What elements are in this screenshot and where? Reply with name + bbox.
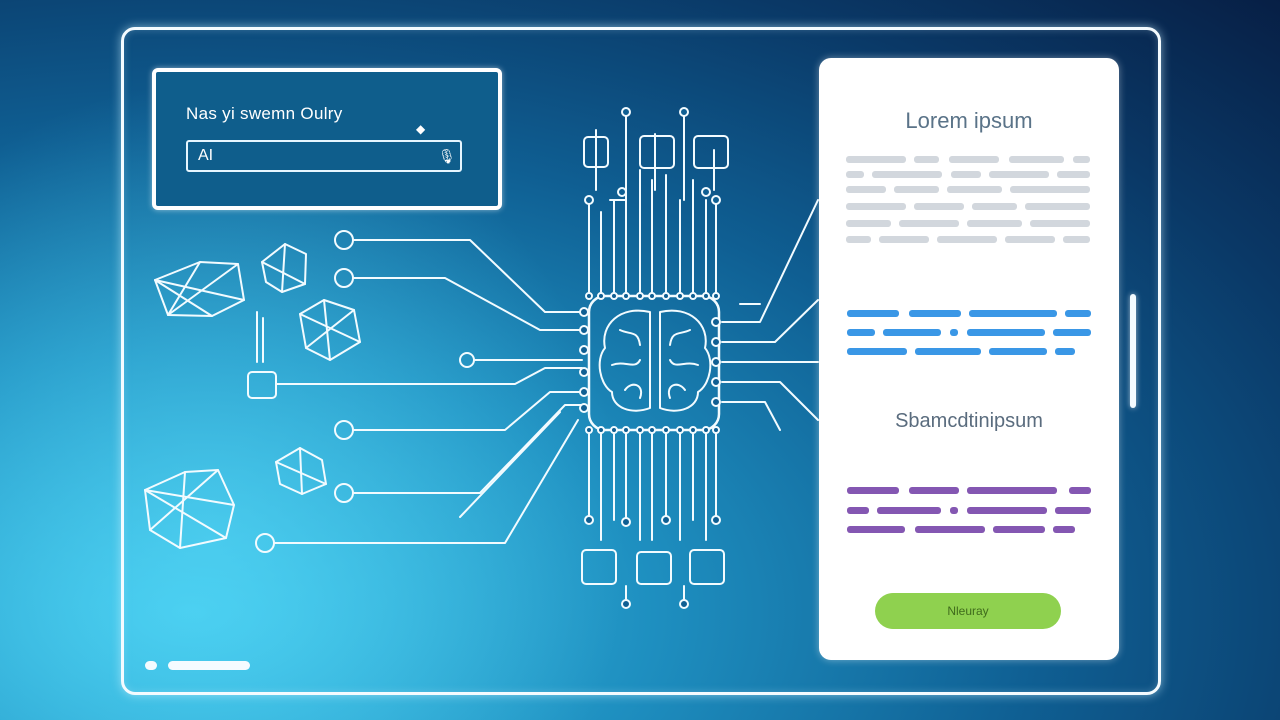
text-placeholder-line bbox=[872, 171, 942, 178]
highlight-line-blue bbox=[989, 348, 1047, 355]
highlight-line-blue bbox=[1065, 310, 1091, 317]
text-placeholder-line bbox=[1030, 220, 1090, 227]
highlight-line-blue bbox=[847, 329, 875, 336]
highlight-line-purple bbox=[967, 507, 1047, 514]
highlight-line-purple bbox=[847, 507, 869, 514]
highlight-line-purple bbox=[1069, 487, 1091, 494]
highlight-line-purple bbox=[847, 526, 905, 533]
text-placeholder-line bbox=[1009, 156, 1064, 163]
brain-icon bbox=[587, 294, 721, 432]
node-icon bbox=[334, 268, 354, 288]
highlight-line-blue bbox=[915, 348, 981, 355]
highlight-line-purple bbox=[847, 487, 899, 494]
text-placeholder-line bbox=[846, 220, 891, 227]
network-node-icon bbox=[154, 261, 245, 317]
highlight-line-blue bbox=[1053, 329, 1091, 336]
node-icon bbox=[334, 230, 354, 250]
text-placeholder-line bbox=[846, 171, 864, 178]
mic-icon[interactable]: 🎙 bbox=[438, 148, 456, 164]
cursor-icon: ◆ bbox=[416, 122, 426, 136]
panel-subtitle: Sbamcdtinipsum bbox=[895, 410, 1043, 432]
chip-icon bbox=[693, 135, 729, 169]
app-window-frame bbox=[121, 27, 1161, 695]
highlight-line-blue bbox=[969, 310, 1057, 317]
highlight-line-blue bbox=[909, 310, 961, 317]
text-placeholder-line bbox=[972, 203, 1017, 210]
text-placeholder-line bbox=[1073, 156, 1090, 163]
chip-icon bbox=[689, 549, 725, 585]
scrollbar[interactable] bbox=[1130, 294, 1136, 408]
network-node-icon bbox=[275, 447, 327, 495]
highlight-line-blue bbox=[1055, 348, 1075, 355]
highlight-line-blue bbox=[883, 329, 941, 336]
query-title: Nas yi swemn Oulry bbox=[186, 104, 343, 123]
network-node-icon bbox=[261, 243, 307, 293]
node-icon bbox=[459, 352, 475, 368]
text-placeholder-line bbox=[1025, 203, 1090, 210]
chip-icon bbox=[636, 551, 672, 585]
text-placeholder-line bbox=[879, 236, 929, 243]
text-placeholder-line bbox=[967, 220, 1022, 227]
highlight-line-purple bbox=[877, 507, 941, 514]
text-placeholder-line bbox=[947, 186, 1002, 193]
text-placeholder-line bbox=[846, 156, 906, 163]
lock-icon bbox=[247, 371, 277, 399]
submit-button[interactable]: Nleuray bbox=[875, 593, 1061, 629]
text-placeholder-line bbox=[989, 171, 1049, 178]
text-placeholder-line bbox=[846, 186, 886, 193]
text-placeholder-line bbox=[914, 203, 964, 210]
text-placeholder-line bbox=[1063, 236, 1090, 243]
text-placeholder-line bbox=[899, 220, 959, 227]
highlight-line-blue bbox=[847, 348, 907, 355]
results-panel: Lorem ipsum Sbamcdtinipsum bbox=[819, 58, 1119, 660]
highlight-line-blue bbox=[967, 329, 1045, 336]
text-placeholder-line bbox=[1010, 186, 1090, 193]
text-placeholder-line bbox=[949, 156, 999, 163]
node-icon bbox=[255, 533, 275, 553]
query-panel: Nas yi swemn Oulry ◆ 🎙 bbox=[152, 68, 502, 210]
search-input[interactable] bbox=[186, 140, 462, 172]
highlight-line-purple bbox=[993, 526, 1045, 533]
text-placeholder-line bbox=[937, 236, 997, 243]
progress-dot bbox=[145, 661, 157, 670]
highlight-line-purple bbox=[950, 507, 958, 514]
chip-icon bbox=[639, 135, 675, 169]
text-placeholder-line bbox=[846, 203, 906, 210]
highlight-line-purple bbox=[967, 487, 1057, 494]
text-placeholder-line bbox=[1005, 236, 1055, 243]
node-icon bbox=[334, 483, 354, 503]
panel-title: Lorem ipsum bbox=[905, 108, 1033, 133]
highlight-line-purple bbox=[1053, 526, 1075, 533]
highlight-line-blue bbox=[847, 310, 899, 317]
network-node-icon bbox=[299, 299, 361, 361]
text-placeholder-line bbox=[894, 186, 939, 193]
text-placeholder-line bbox=[846, 236, 871, 243]
chip-icon bbox=[581, 549, 617, 585]
highlight-line-purple bbox=[909, 487, 959, 494]
node-icon bbox=[334, 420, 354, 440]
highlight-line-blue bbox=[950, 329, 958, 336]
highlight-line-purple bbox=[915, 526, 985, 533]
chip-icon bbox=[583, 136, 609, 168]
text-placeholder-line bbox=[1057, 171, 1090, 178]
text-placeholder-line bbox=[951, 171, 981, 178]
network-node-icon bbox=[144, 469, 235, 549]
text-placeholder-line bbox=[914, 156, 939, 163]
progress-bar bbox=[168, 661, 250, 670]
highlight-line-purple bbox=[1055, 507, 1091, 514]
